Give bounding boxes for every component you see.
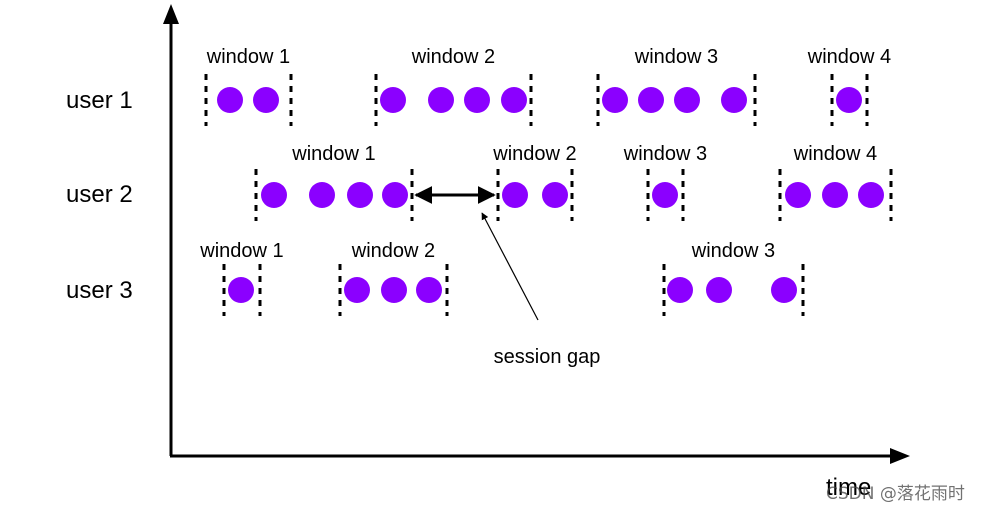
window-user3-2: window 2 [338,240,449,316]
x-axis-arrowhead [890,448,910,464]
window-user2-2: window 2 [492,143,577,221]
window-user1-4: window 4 [807,46,891,126]
window-label: window 1 [199,240,283,262]
event-dot [428,87,454,113]
window-label: window 3 [623,143,707,165]
window-label: window 4 [807,46,891,68]
event-dot [836,87,862,113]
event-dot [380,87,406,113]
window-user1-3: window 3 [596,46,757,126]
window-label: window 1 [291,143,375,165]
event-dot [261,182,287,208]
event-dot [502,182,528,208]
row-label-user-3: user 3 [66,277,133,304]
event-dot [785,182,811,208]
event-dot [253,87,279,113]
watermark: CSDN @落花雨时 [826,484,965,504]
event-dot [416,277,442,303]
event-dot [822,182,848,208]
window-user3-1: window 1 [199,240,284,316]
event-dot [347,182,373,208]
event-dot [858,182,884,208]
window-user3-3: window 3 [662,240,805,316]
x-axis-label: time [826,474,871,501]
event-dot [638,87,664,113]
event-dot [667,277,693,303]
event-dot [309,182,335,208]
event-dot [382,182,408,208]
event-dot [501,87,527,113]
window-user1-2: window 2 [374,46,533,126]
event-dot [706,277,732,303]
window-user2-3: window 3 [623,143,707,221]
window-label: window 2 [411,46,495,68]
window-label: window 3 [691,240,775,262]
event-dot [217,87,243,113]
window-user1-1: window 1 [204,46,293,126]
event-dot [652,182,678,208]
event-dot [344,277,370,303]
event-dot [721,87,747,113]
event-dot [542,182,568,208]
window-label: window 2 [492,143,576,165]
window-label: window 1 [206,46,290,68]
session-gap-label: session gap [494,346,601,368]
window-user2-4: window 4 [778,143,893,221]
y-axis-arrowhead [163,4,179,24]
window-label: window 4 [793,143,877,165]
row-label-user-2: user 2 [66,181,133,208]
event-dot [602,87,628,113]
window-label: window 3 [634,46,718,68]
event-dot [464,87,490,113]
row-label-user-1: user 1 [66,87,133,114]
window-user2-1: window 1 [254,143,414,221]
session-gap-pointer [481,212,539,321]
event-dot [771,277,797,303]
window-label: window 2 [351,240,435,262]
event-dot [228,277,254,303]
event-dot [381,277,407,303]
event-dot [674,87,700,113]
